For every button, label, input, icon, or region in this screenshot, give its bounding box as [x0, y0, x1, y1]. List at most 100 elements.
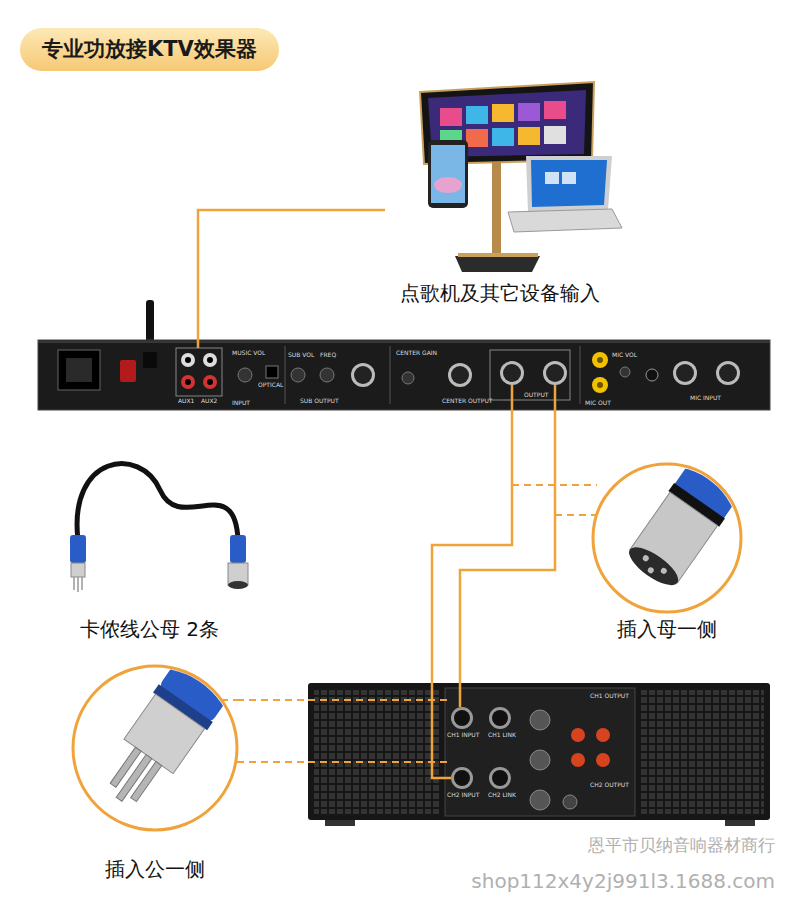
panel-label: AUX1 [178, 398, 194, 405]
plug-pin [116, 755, 152, 802]
binding-post [571, 753, 585, 767]
panel-label: CH1 OUTPUT [590, 693, 629, 700]
rca-hole [185, 357, 191, 363]
knob [291, 368, 305, 382]
stand-pole [492, 162, 501, 256]
yellow-knob [592, 377, 608, 393]
screen-tile [544, 101, 566, 119]
dashed-leader [237, 761, 308, 763]
fan-grill [314, 690, 439, 814]
xlr-male-plug [92, 623, 256, 818]
amp-foot [325, 820, 355, 826]
power-socket [66, 358, 92, 382]
xlr-face [492, 710, 508, 726]
knob [238, 368, 252, 382]
panel-label: INPUT [232, 400, 250, 407]
xlr-jack [716, 361, 740, 385]
binding-post [596, 728, 610, 742]
plug-face [624, 541, 684, 592]
rca-jack [181, 353, 195, 367]
amp-foot [725, 820, 755, 826]
amplifier-body [308, 683, 770, 820]
xlr-jack [448, 363, 472, 387]
laptop-base [508, 209, 622, 232]
effects-processor: AUX1AUX2MUSIC VOLINPUTOPTICALSUB VOLFREQ… [38, 340, 770, 410]
panel-label: SUB OUTPUT [300, 398, 339, 405]
xlr-female-body [622, 424, 766, 593]
rca-jack [203, 375, 217, 389]
xlr-face [503, 364, 521, 382]
plug-hole [647, 566, 655, 574]
female-boot [230, 535, 246, 563]
leader-line [308, 700, 448, 762]
power-connector [563, 795, 577, 809]
xlr-face [676, 364, 694, 382]
female-face [228, 581, 248, 589]
xlr-face [354, 366, 372, 384]
speakon [530, 750, 550, 770]
xlr-jack [489, 707, 511, 729]
plug-hole [642, 554, 650, 562]
xlr-female-callout: 插入母一侧 [593, 464, 741, 612]
callout-label: 插入公一侧 [73, 858, 237, 881]
xlr-jack [451, 707, 473, 729]
xlr-male-body [92, 623, 256, 818]
stand-base-trim [458, 253, 538, 257]
panel-label: OUTPUT [524, 392, 548, 399]
callout-circle [593, 464, 741, 612]
rca-hole [185, 379, 191, 385]
cable-label: 卡侬线公母 2条 [80, 618, 219, 641]
xlr-jack [500, 361, 524, 385]
processor-panel [38, 340, 770, 410]
xlr-face [451, 366, 469, 384]
xlr-face [546, 364, 564, 382]
callout-label: 插入母一侧 [593, 618, 741, 641]
panel-label: CH2 INPUT [447, 792, 479, 799]
panel-label: FREQ [320, 352, 336, 359]
xlr-cable [77, 464, 238, 540]
screen-tile [492, 104, 514, 122]
device-caption: 点歌机及其它设备输入 [385, 282, 615, 305]
laptop-icon [545, 172, 559, 184]
plug-shell [124, 694, 205, 773]
rca-hole [207, 357, 213, 363]
knob-center [597, 357, 603, 363]
screen-tile [466, 129, 488, 147]
optical-port [266, 366, 278, 378]
laptop-icon [562, 172, 576, 184]
panel-divider [390, 346, 391, 404]
speakon [530, 710, 550, 730]
xlr-jack [451, 767, 473, 789]
knob [620, 367, 630, 377]
panel-label: AUX2 [201, 398, 217, 405]
xlr-face [492, 770, 508, 786]
screen-tile [492, 128, 514, 146]
antenna-base [143, 352, 157, 368]
panel-label: SUB VOL [288, 352, 314, 359]
speakon [530, 790, 550, 810]
screen-tile [466, 106, 488, 124]
rca-jack [181, 375, 195, 389]
xlr-face [719, 364, 737, 382]
xlr-face [454, 710, 470, 726]
panel-highlight [38, 342, 770, 343]
mic-jack [646, 369, 658, 381]
xlr-jack [543, 361, 567, 385]
yellow-knob [592, 352, 608, 368]
wire-stub [198, 340, 555, 410]
panel-label: MIC INPUT [690, 395, 721, 402]
binding-post [571, 728, 585, 742]
panel-divider [285, 346, 286, 404]
phone-wallpaper [434, 177, 462, 193]
power-amplifier: CH1 INPUTCH1 LINKCH2 INPUTCH2 LINKCH1 OU… [308, 683, 770, 820]
stand-base [455, 256, 540, 272]
signal-cable [460, 410, 555, 683]
wire-stub [432, 683, 460, 778]
output-frame [490, 350, 570, 400]
watermark: shop112x4y2j991l3.1688.com [471, 870, 775, 893]
amp-panel [445, 688, 635, 816]
panel-label: CH2 OUTPUT [590, 782, 629, 789]
laptop-screen [531, 160, 607, 207]
